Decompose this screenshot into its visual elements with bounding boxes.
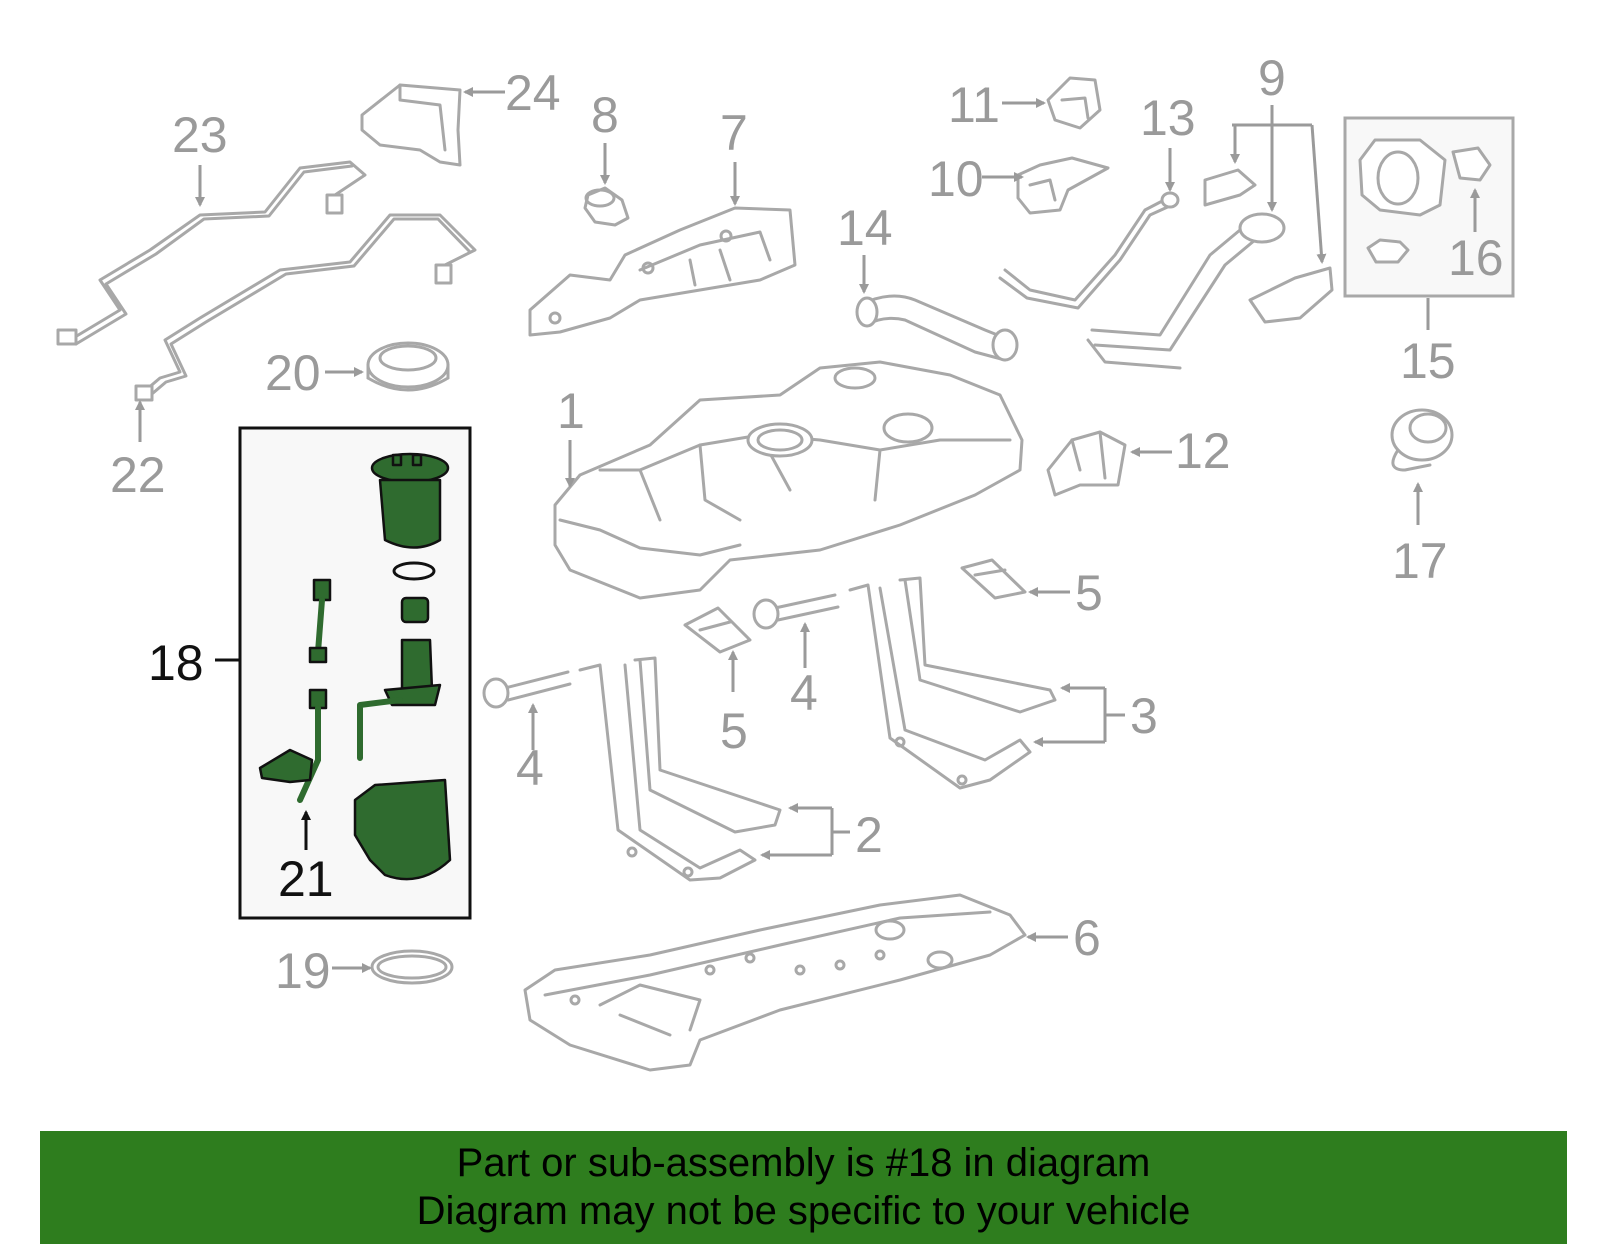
callout-labels: 23 22 24 20 18 21 19 8 7 14 11 10 13 9 1… [110,50,1504,999]
wire-harness-23 [56,160,367,346]
bolt-4b [752,593,840,630]
protector-7 [528,206,797,337]
clip-11 [1046,76,1102,130]
lock-ring-20 [366,341,450,392]
callout-5b: 5 [1075,565,1103,621]
callout-14: 14 [837,200,893,256]
clamp-10 [1016,156,1110,215]
callout-1: 1 [557,383,585,439]
callout-12: 12 [1175,423,1231,479]
fuel-cap-17 [1390,408,1454,472]
callout-8: 8 [591,87,619,143]
fuel-pump-assembly-18[interactable] [238,426,472,920]
breather-tube-13 [998,191,1180,310]
callout-19: 19 [275,943,331,999]
callout-3: 3 [1130,688,1158,744]
tank-strap-3 [848,576,1057,790]
leader-lines-dark [215,658,311,850]
callout-22: 22 [110,447,166,503]
cover-24 [360,83,462,167]
skid-plate-6 [523,893,1027,1072]
callout-24: 24 [505,65,561,121]
info-banner: Part or sub-assembly is #18 in diagram D… [40,1131,1567,1244]
callout-2: 2 [855,807,883,863]
callout-4b: 4 [790,665,818,721]
callout-6: 6 [1073,910,1101,966]
fuel-tank-1 [553,360,1024,600]
bracket-5a [683,606,752,654]
callout-20: 20 [265,345,321,401]
grommet-8 [583,186,630,227]
callout-5a: 5 [720,703,748,759]
callout-13: 13 [1140,90,1196,146]
callout-18: 18 [148,635,204,691]
bracket-12 [1046,430,1127,497]
bolt-4a [482,670,572,709]
parts-diagram: 23 22 24 20 18 21 19 8 7 14 11 10 13 9 1… [56,50,1515,1072]
hose-14 [855,294,1019,362]
banner-line-1: Part or sub-assembly is #18 in diagram [456,1141,1151,1185]
banner-line-2: Diagram may not be specific to your vehi… [416,1189,1191,1233]
fuel-door-box-15 [1343,116,1515,298]
callout-10: 10 [928,151,984,207]
wire-harness-22 [134,213,477,402]
leader-lines [135,87,1480,973]
callout-17: 17 [1392,533,1448,589]
filler-pipe-9 [1086,168,1334,370]
callout-11: 11 [948,77,1000,133]
callout-16: 16 [1448,230,1504,286]
bracket-5b [960,558,1027,600]
callout-15: 15 [1400,333,1456,389]
gasket-19 [370,949,454,985]
callout-21: 21 [278,851,334,907]
callout-7: 7 [720,105,748,161]
callout-23: 23 [172,107,228,163]
callout-4a: 4 [516,740,544,796]
callout-9: 9 [1258,50,1286,106]
tank-strap-2 [578,656,782,882]
